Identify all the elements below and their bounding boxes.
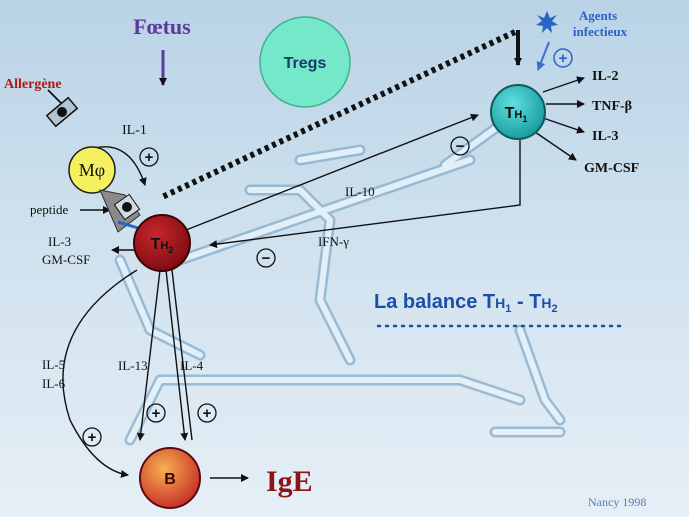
th2-label: TH2 — [151, 236, 174, 255]
svg-text:+: + — [559, 50, 568, 67]
allergene-icon — [45, 96, 79, 128]
tregs-cell — [259, 16, 351, 108]
tregs-label: Tregs — [284, 55, 327, 72]
balance-title: La balance TH1 - TH2 — [374, 291, 558, 315]
il10-label: IL-10 — [345, 184, 375, 199]
il6-label: IL-6 — [42, 376, 66, 391]
svg-text:−: − — [456, 138, 465, 155]
credit-label: Nancy 1998 — [588, 495, 646, 509]
arrow-il3r — [542, 117, 585, 134]
tnfb-label: TNF-β — [592, 99, 632, 114]
arrow-agents — [536, 41, 550, 71]
arrow-il5-il6 — [62, 269, 138, 478]
connector-lines — [47, 29, 585, 482]
balance-scale-drawing — [114, 114, 566, 446]
agents-label-2: infectieux — [573, 24, 628, 39]
arrow-il2 — [542, 76, 585, 93]
il4-label: IL-4 — [180, 358, 204, 373]
arrow-gmcsf-r — [534, 131, 577, 161]
mphi-label: Mφ — [79, 160, 105, 180]
agents-label-1: Agents — [579, 8, 617, 23]
il3-left-label: IL-3 — [48, 234, 71, 249]
svg-text:+: + — [203, 405, 212, 422]
b-cell — [139, 447, 201, 509]
arrow-il4-a — [165, 269, 189, 441]
arrow-il13 — [136, 269, 161, 441]
ige-label: IgE — [266, 465, 313, 498]
arrow-mphi-il1 — [94, 146, 147, 186]
mphi-cell — [68, 146, 116, 194]
il13-label: IL-13 — [118, 358, 148, 373]
cytokine-labels: IL-1 peptide IL-3 GM-CSF IL-10 IFN-γ IL-… — [30, 69, 639, 391]
peptide-connector — [99, 189, 141, 233]
arrow-th1-to-th2 — [209, 140, 521, 249]
gmcsf-left-label: GM-CSF — [42, 252, 90, 267]
dotted-th1-th2 — [158, 29, 517, 201]
svg-text:+: + — [88, 429, 97, 446]
foetus-label: Fœtus — [133, 14, 191, 39]
il3-right-label: IL-3 — [592, 129, 618, 144]
svg-text:−: − — [262, 250, 271, 267]
sign-badges: + + − − + + + — [82, 48, 573, 447]
ifng-label: IFN-γ — [318, 234, 349, 249]
peptide-label: peptide — [30, 202, 68, 217]
il1-label: IL-1 — [122, 123, 147, 138]
il2-label: IL-2 — [592, 69, 618, 84]
th1-cell — [490, 84, 546, 140]
arrow-th2-to-th1 — [185, 113, 479, 231]
il5-label: IL-5 — [42, 357, 65, 372]
allergene-label: Allergène — [4, 77, 62, 92]
gmcsf-right-label: GM-CSF — [584, 161, 639, 176]
infection-burst-icon — [536, 11, 558, 33]
b-label: B — [164, 471, 176, 488]
arrow-il4-b — [171, 269, 193, 441]
svg-text:+: + — [152, 405, 161, 422]
svg-text:+: + — [145, 149, 154, 166]
th2-cell — [133, 214, 191, 272]
th1-label: TH1 — [505, 105, 528, 124]
